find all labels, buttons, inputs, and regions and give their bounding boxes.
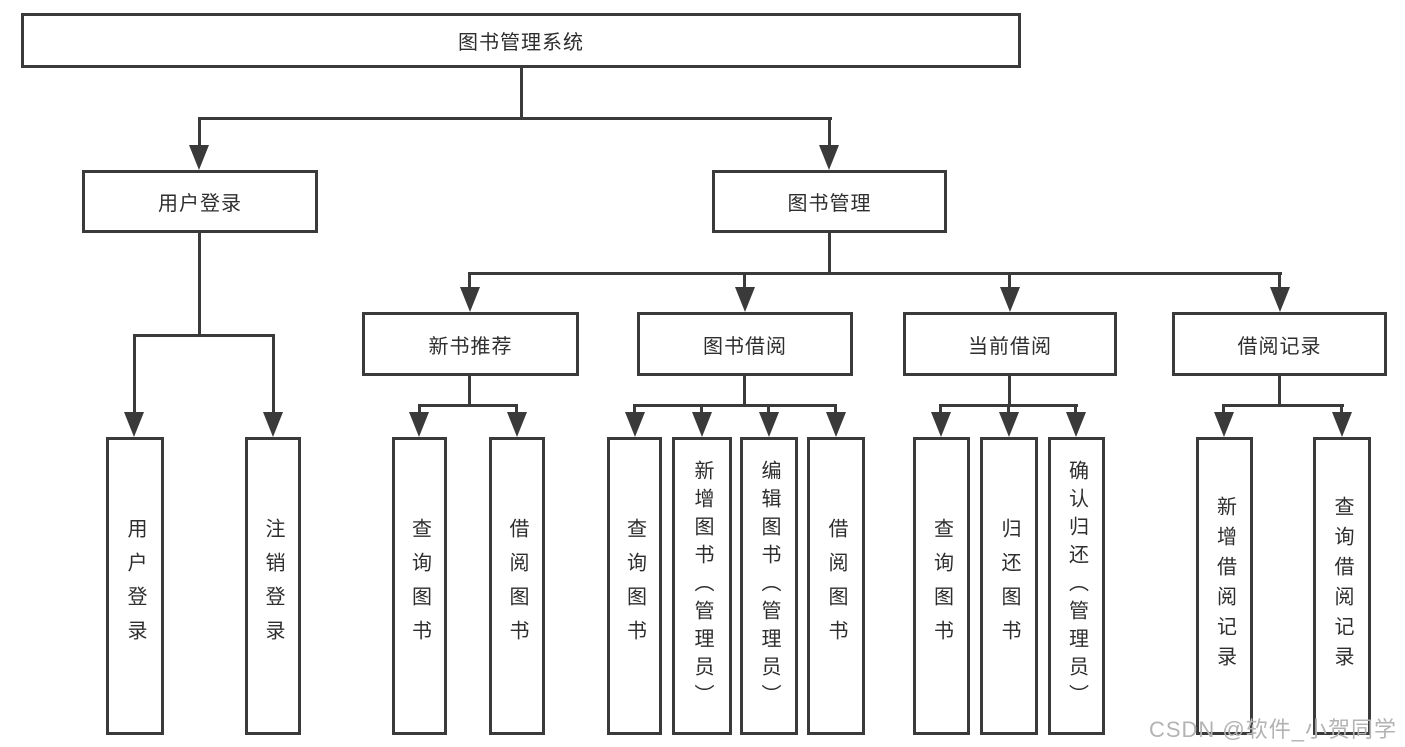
node-book-management: 图书管理 (712, 170, 947, 233)
connector-mgmt-bar (468, 272, 1282, 275)
connector-shaft (515, 404, 518, 414)
connector-stem (468, 376, 471, 407)
leaf-query-books-recommend: 查询图书 (392, 437, 447, 735)
leaf-borrow-books-recommend: 借阅图书 (489, 437, 545, 735)
node-user-login-label: 用户登录 (158, 193, 242, 215)
connector-shaft (418, 404, 421, 414)
connector-shaft (828, 117, 831, 147)
connector-shaft (767, 404, 770, 414)
arrow-down-icon (124, 412, 144, 437)
connector-mgmt-stem (828, 233, 831, 275)
node-library-system-label: 图书管理系统 (458, 32, 584, 54)
connector-shaft (272, 334, 275, 414)
node-book-borrow: 图书借阅 (637, 312, 853, 376)
connector-login-stem (198, 233, 201, 337)
leaf-add-book-admin-label: 新增图书（管理员） (691, 460, 713, 712)
connector-bar (633, 404, 837, 407)
connector-shaft (1340, 404, 1343, 414)
node-book-management-label: 图书管理 (787, 193, 872, 215)
connector-shaft (700, 404, 703, 414)
node-borrow-records-label: 借阅记录 (1237, 335, 1322, 358)
arrow-down-icon (759, 412, 779, 437)
arrow-down-icon (460, 287, 480, 312)
node-book-borrow-label: 图书借阅 (703, 335, 787, 358)
leaf-return-book: 归还图书 (980, 437, 1038, 735)
node-borrow-records: 借阅记录 (1172, 312, 1387, 376)
leaf-user-login: 用户登录 (106, 437, 164, 735)
arrow-down-icon (1214, 412, 1234, 437)
arrow-down-icon (409, 412, 429, 437)
node-current-borrow: 当前借阅 (903, 312, 1117, 376)
connector-bar (1222, 404, 1344, 407)
leaf-return-book-label: 归还图书 (998, 518, 1020, 654)
leaf-edit-book-admin: 编辑图书（管理员） (740, 437, 798, 735)
connector-shaft (633, 404, 636, 414)
node-new-book-recommend: 新书推荐 (362, 312, 579, 376)
connector-stem (1278, 376, 1281, 407)
arrow-down-icon (263, 412, 283, 437)
connector-stem (743, 376, 746, 407)
connector-shaft (1222, 404, 1225, 414)
connector-stem (1008, 376, 1011, 407)
leaf-add-borrow-record-label: 新增借阅记录 (1213, 496, 1236, 676)
leaf-add-borrow-record: 新增借阅记录 (1196, 437, 1253, 735)
connector-shaft (1278, 272, 1281, 289)
leaf-borrow-books-recommend-label: 借阅图书 (506, 518, 528, 654)
leaf-logout: 注销登录 (245, 437, 301, 735)
node-new-book-recommend-label: 新书推荐 (428, 335, 513, 358)
connector-shaft (198, 117, 201, 147)
leaf-query-books-borrow: 查询图书 (607, 437, 662, 735)
arrow-down-icon (1066, 412, 1086, 437)
node-library-system: 图书管理系统 (21, 13, 1021, 68)
node-user-login: 用户登录 (82, 170, 318, 233)
arrow-down-icon (1000, 287, 1020, 312)
connector-shaft (1008, 272, 1011, 289)
arrow-down-icon (507, 412, 527, 437)
leaf-query-books-current: 查询图书 (913, 437, 970, 735)
connector-login-bar (133, 334, 275, 337)
arrow-down-icon (931, 412, 951, 437)
connector-shaft (1074, 404, 1077, 414)
arrow-down-icon (819, 145, 839, 170)
arrow-down-icon (826, 412, 846, 437)
node-current-borrow-label: 当前借阅 (968, 335, 1052, 358)
leaf-borrow-books-label: 借阅图书 (825, 518, 847, 654)
connector-root-bar (198, 117, 832, 120)
leaf-query-books-current-label: 查询图书 (930, 518, 953, 654)
connector-shaft (133, 334, 136, 414)
leaf-confirm-return-admin: 确认归还（管理员） (1048, 437, 1105, 735)
leaf-query-borrow-record: 查询借阅记录 (1313, 437, 1371, 735)
leaf-query-books-borrow-label: 查询图书 (623, 518, 646, 654)
connector-shaft (468, 272, 471, 289)
csdn-watermark: CSDN @软件_小贺同学 (1148, 717, 1397, 742)
leaf-confirm-return-admin-label: 确认归还（管理员） (1065, 460, 1088, 712)
arrow-down-icon (692, 412, 712, 437)
connector-shaft (743, 272, 746, 289)
leaf-query-borrow-record-label: 查询借阅记录 (1331, 496, 1353, 676)
connector-shaft (1007, 404, 1010, 414)
arrow-down-icon (625, 412, 645, 437)
arrow-down-icon (1332, 412, 1352, 437)
arrow-down-icon (735, 287, 755, 312)
arrow-down-icon (999, 412, 1019, 437)
connector-bar (418, 404, 518, 407)
leaf-add-book-admin: 新增图书（管理员） (672, 437, 732, 735)
arrow-down-icon (1270, 287, 1290, 312)
leaf-query-books-recommend-label: 查询图书 (408, 518, 431, 654)
leaf-edit-book-admin-label: 编辑图书（管理员） (758, 460, 780, 712)
leaf-user-login-label: 用户登录 (124, 518, 146, 654)
connector-shaft (939, 404, 942, 414)
connector-root-stem (520, 68, 523, 120)
arrow-down-icon (189, 145, 209, 170)
connector-shaft (834, 404, 837, 414)
leaf-logout-label: 注销登录 (262, 518, 284, 654)
leaf-borrow-books: 借阅图书 (807, 437, 865, 735)
